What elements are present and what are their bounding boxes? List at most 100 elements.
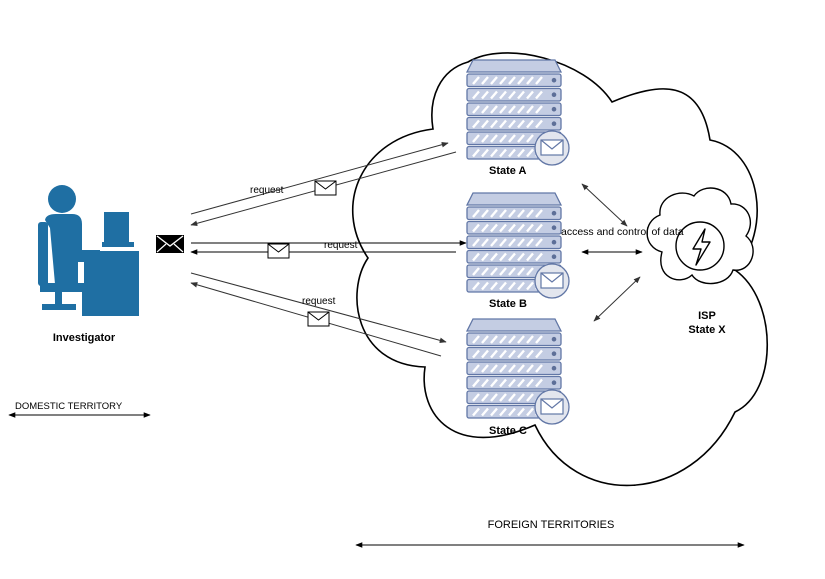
server-vent: [490, 281, 498, 291]
server-led: [551, 106, 557, 112]
foreign-territories-label: FOREIGN TERRITORIES: [488, 519, 615, 531]
server-vent: [490, 349, 498, 359]
server-vent: [499, 148, 507, 158]
server-vent: [472, 267, 480, 276]
server-vent: [499, 252, 507, 262]
server-vent: [535, 252, 543, 262]
server-vent: [535, 76, 543, 85]
server-vent: [481, 134, 489, 143]
server-vent: [499, 238, 507, 247]
server-vent: [517, 267, 525, 276]
server-unit: [466, 206, 562, 221]
server-vent: [508, 148, 516, 158]
server-unit: [466, 220, 562, 235]
server-vent: [472, 378, 480, 388]
server-vent: [490, 76, 498, 85]
server-vent: [517, 223, 525, 233]
server-vent: [472, 209, 480, 218]
server-unit: [466, 332, 562, 347]
server-vent: [481, 267, 489, 276]
server-vent: [517, 393, 525, 402]
server-vent: [517, 76, 525, 85]
server-vent: [526, 281, 534, 291]
lightning-icon: [692, 228, 711, 266]
server-led: [551, 92, 557, 97]
server-vent: [472, 134, 480, 143]
investigator-icon: [38, 185, 139, 316]
server-vent: [508, 407, 516, 417]
server-vent: [526, 223, 534, 233]
server-vent: [517, 335, 525, 344]
server-vent: [526, 76, 534, 85]
mail-flap: [540, 398, 564, 409]
server-vent: [490, 148, 498, 158]
server-vent: [481, 119, 489, 129]
server-vent: [526, 267, 534, 276]
server-vent: [490, 407, 498, 417]
server-vent: [535, 209, 543, 218]
server-vent: [526, 119, 534, 129]
server-vent: [535, 349, 543, 359]
server-led: [551, 210, 557, 216]
server-vent: [490, 105, 498, 114]
state-a-label: State A: [489, 165, 527, 177]
isp-cloud-icon: [646, 187, 754, 285]
server-vent: [508, 90, 516, 100]
server-unit: [466, 375, 562, 390]
server-vent: [490, 223, 498, 233]
server-led: [551, 121, 557, 126]
server-vent: [472, 252, 480, 262]
server-vent: [526, 378, 534, 388]
server-vent: [508, 119, 516, 129]
server-vent: [481, 349, 489, 359]
server-vent: [499, 393, 507, 402]
server-vent: [517, 119, 525, 129]
server-vent: [508, 267, 516, 276]
server-vent: [499, 105, 507, 114]
server-vent: [508, 134, 516, 143]
server-vent: [490, 134, 498, 143]
server-vent: [526, 238, 534, 247]
server-unit: [466, 87, 562, 102]
server-vent: [472, 281, 480, 291]
server-vent: [535, 335, 543, 344]
server-vent: [490, 209, 498, 218]
server-vent: [481, 378, 489, 388]
server-vent: [499, 281, 507, 291]
server-vent: [535, 105, 543, 114]
investigator-label: Investigator: [53, 332, 116, 344]
server-state-c-icon: [465, 318, 570, 425]
server-vent: [517, 349, 525, 359]
server-vent: [499, 407, 507, 417]
request-label-a: request: [250, 185, 284, 196]
server-vent: [517, 134, 525, 143]
request-label-c: request: [302, 296, 336, 307]
server-vent: [472, 238, 480, 247]
server-lid: [465, 318, 563, 332]
server-lid: [465, 59, 563, 73]
server-vent: [481, 364, 489, 373]
isp-state-label: State X: [688, 324, 726, 336]
envelope-icon: [314, 180, 337, 196]
server-vent: [490, 335, 498, 344]
server-led: [551, 225, 557, 230]
server-vent: [517, 105, 525, 114]
server-vent: [535, 223, 543, 233]
server-vent: [499, 134, 507, 143]
access-arrow-c: [593, 276, 641, 322]
server-vent: [526, 349, 534, 359]
access-control-label: access and control of data: [561, 226, 684, 238]
server-led: [551, 239, 557, 245]
server-vent: [526, 364, 534, 373]
server-vent: [526, 148, 534, 158]
server-vent: [499, 378, 507, 388]
server-vent: [481, 407, 489, 417]
server-vent: [526, 105, 534, 114]
server-vent: [526, 90, 534, 100]
server-vent: [526, 134, 534, 143]
server-led: [551, 77, 557, 83]
server-vent: [508, 378, 516, 388]
server-vent: [535, 119, 543, 129]
server-vent: [535, 364, 543, 373]
server-vent: [490, 267, 498, 276]
